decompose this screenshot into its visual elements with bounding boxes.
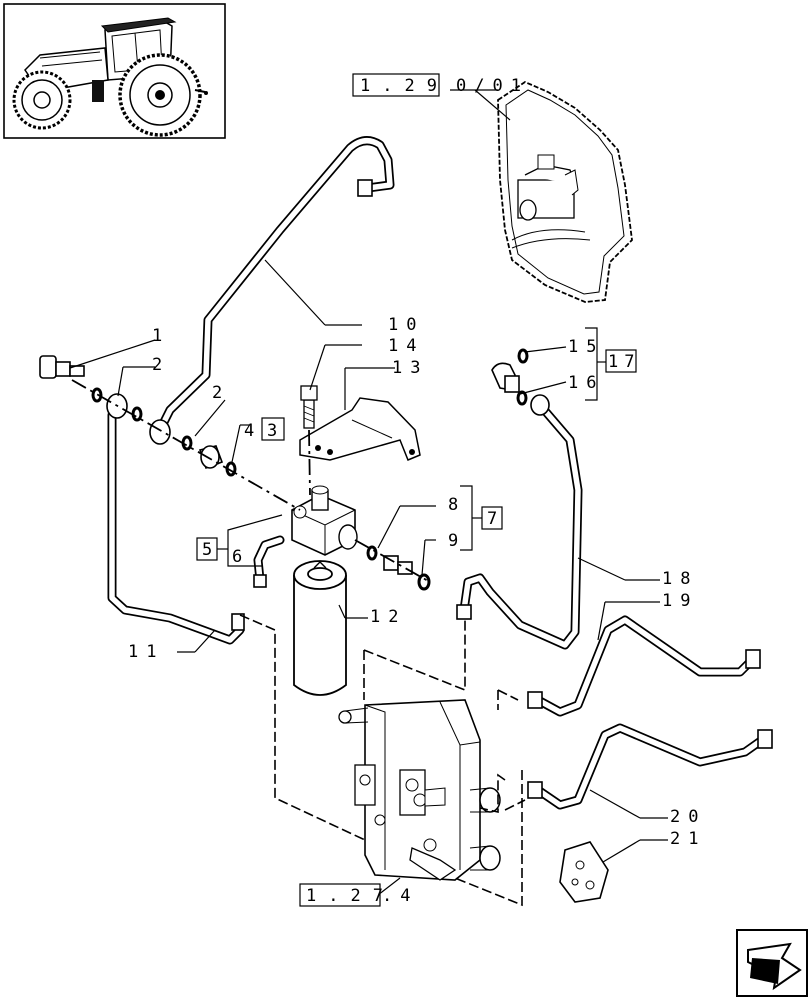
adapter-fitting-4	[198, 445, 224, 470]
callout-13: 13	[392, 358, 428, 378]
callout-14: 14	[388, 336, 424, 356]
assembly-axes	[71, 379, 526, 907]
pipe-18	[456, 400, 583, 650]
callout-2b: 2	[212, 383, 223, 403]
callout-16: 16	[568, 373, 604, 393]
callout-7: 7	[487, 509, 498, 529]
callout-11: 11	[128, 642, 164, 662]
ref-bottom: 1.27 .4	[299, 883, 418, 907]
pipe-20	[527, 723, 773, 810]
callout-4: 4	[244, 421, 255, 441]
leader-lines	[69, 89, 668, 896]
callout-5: 5	[202, 540, 213, 560]
rubber-grommet-21	[559, 841, 609, 903]
callout-15: 15	[568, 337, 604, 357]
callout-2a: 2	[152, 355, 163, 375]
adapter-fitting-9	[383, 555, 413, 575]
elbow-fitting-15	[491, 362, 550, 416]
transmission-cover-plate	[497, 80, 633, 303]
union-fitting-1	[39, 355, 85, 379]
callout-8: 8	[448, 495, 459, 515]
callout-9: 9	[448, 531, 459, 551]
callout-12: 12	[370, 607, 406, 627]
filter-head	[291, 485, 358, 556]
mounting-bracket	[299, 397, 421, 461]
ref-bottom-box: 1.27	[306, 886, 395, 906]
callout-3: 3	[267, 421, 278, 441]
filter-cartridge	[293, 560, 347, 696]
callout-17: 17	[608, 352, 640, 372]
pipe-10	[155, 136, 395, 435]
bolt	[300, 385, 318, 429]
pipe-19	[527, 615, 761, 717]
callout-19: 19	[662, 591, 698, 611]
callout-labels: 1 2 2 4 3 5 6 8 9 7 10 11 12 13 14 15 16…	[128, 315, 706, 849]
ref-bottom-tail: .4	[382, 886, 418, 906]
pipe-6	[253, 535, 285, 588]
callout-10: 10	[388, 315, 424, 335]
pipe-11	[107, 410, 245, 645]
callout-21: 21	[670, 829, 706, 849]
callout-6: 6	[232, 547, 243, 567]
next-page-arrow-icon[interactable]	[736, 929, 808, 997]
ref-top-tail: 0/01	[456, 76, 529, 96]
callout-20: 20	[670, 807, 706, 827]
tractor-icon	[3, 3, 226, 139]
callout-18: 18	[662, 569, 698, 589]
ref-top: 1.29 0/01	[352, 73, 529, 97]
control-valve-block	[338, 699, 501, 881]
ref-top-box: 1.29	[360, 76, 449, 96]
callout-1: 1	[152, 326, 163, 346]
